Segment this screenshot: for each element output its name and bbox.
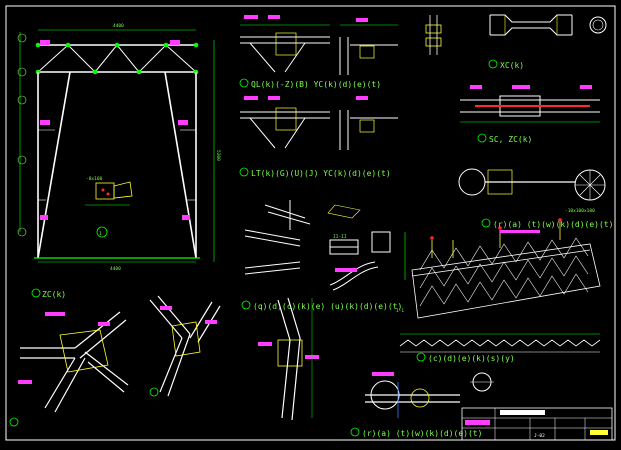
view-title-bottom: (r)(a) (t)(w)(k)(d)(e)(t) bbox=[362, 429, 482, 438]
bottom-brace-detail: (r)(a) (t)(w)(k)(d)(e)(t) bbox=[350, 372, 494, 438]
cladding-section: (c)(d)(e)(k)(s)(y) bbox=[399, 333, 601, 363]
view-title-cladding: (c)(d)(e)(k)(s)(y) bbox=[428, 354, 515, 363]
view-title-roof: (r)(a) (t)(w)(k)(d)(e)(t) bbox=[493, 220, 613, 229]
small-section-detail bbox=[425, 15, 442, 55]
roof-cladding-plan: (r)(a) (t)(w)(k)(d)(e)(t) bbox=[404, 218, 613, 319]
section-label-a: II-II bbox=[333, 234, 347, 240]
view-title-zc-joint: ZC(k) bbox=[42, 290, 66, 299]
zc-joint-detail-top: QL(k)(-Z)(B) YC(k)(d)(e)(t) bbox=[239, 15, 398, 89]
brace-note: -10x100x100 bbox=[565, 208, 595, 214]
column-base-detail bbox=[258, 297, 319, 421]
drawing-number: J-02 bbox=[534, 433, 545, 439]
section-details-mid: II-II bbox=[329, 231, 391, 291]
frame-label: 1-1 bbox=[396, 308, 404, 314]
sc-zc-detail: SC, ZC(k) bbox=[460, 85, 600, 144]
view-label-bubble: 1 bbox=[99, 231, 102, 237]
drawing-border bbox=[5, 5, 616, 441]
view-title-zc-a: QL(k)(-Z)(B) YC(k)(d)(e)(t) bbox=[251, 80, 381, 89]
zc-joint-detail-mid: LT(k)(G)(U)(J) YC(k)(d)(e)(t) bbox=[239, 96, 398, 178]
bottom-dim-text: 4400 bbox=[110, 266, 121, 272]
brace-end-details: -10x100x100 bbox=[458, 168, 606, 214]
view-title-sc-zc: SC, ZC(k) bbox=[489, 135, 532, 144]
bracket-note: -8x160 bbox=[86, 176, 103, 182]
title-block: J-02 bbox=[461, 407, 613, 441]
view-title-zc-b: LT(k)(G)(U)(J) YC(k)(d)(e)(t) bbox=[251, 169, 391, 178]
brace-node-detail bbox=[149, 295, 221, 397]
height-dim-text: 5200 bbox=[215, 150, 221, 161]
view-title-xc: XC(k) bbox=[500, 61, 524, 70]
gantry-elevation: 4400 4400 5200 bbox=[17, 23, 221, 272]
purlin-detail: (q)(d)(c)(k)(e) (u)(k)(d)(e)(t) bbox=[241, 200, 402, 311]
zc-node-detail: ZC(k) bbox=[9, 288, 129, 427]
xc-detail: XC(k) bbox=[488, 14, 607, 70]
top-dim-text: 4400 bbox=[113, 23, 124, 29]
view-title-purlin: (q)(d)(c)(k)(e) (u)(k)(d)(e)(t) bbox=[253, 302, 402, 311]
